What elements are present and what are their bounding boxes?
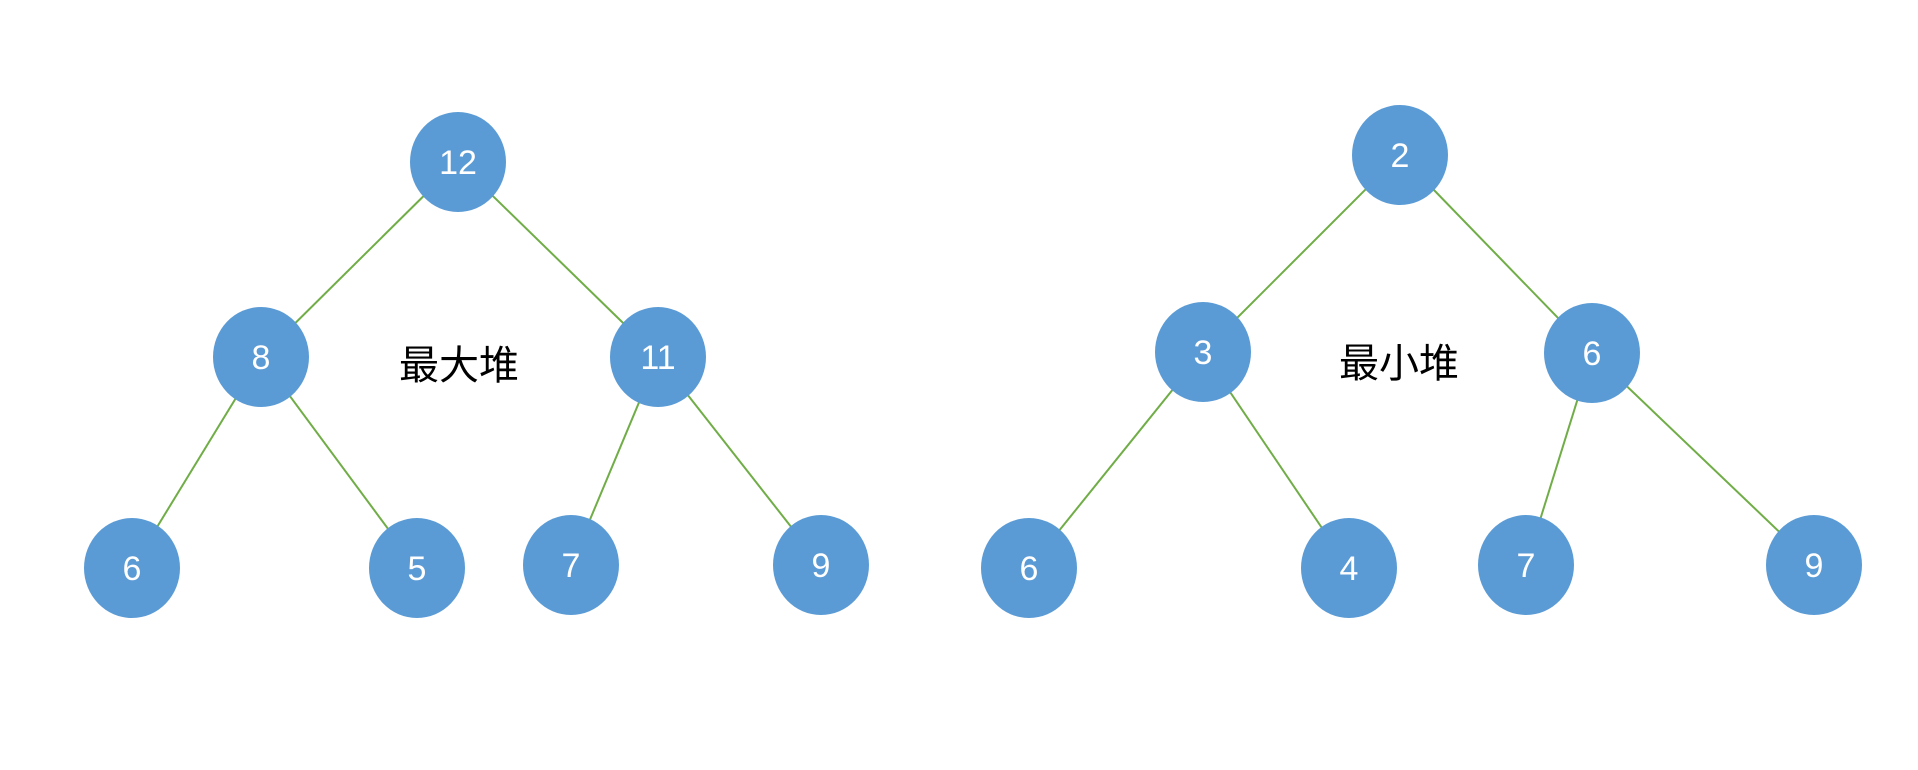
max-heap-node-l-value: 8 (252, 339, 271, 377)
max-heap-node-r: 11 (610, 307, 706, 407)
min-heap-node-l: 3 (1155, 302, 1251, 402)
min-heap-node-r: 6 (1544, 303, 1640, 403)
min-heap-node-r-value: 6 (1583, 335, 1602, 373)
max-heap-node-ll-value: 6 (123, 550, 142, 588)
min-heap-node-rl-circle (1478, 515, 1574, 615)
max-heap-node-rl: 7 (523, 515, 619, 615)
max-heap-title: 最大堆 (399, 344, 519, 388)
max-heap-node-rl-circle (523, 515, 619, 615)
min-heap-node-lr-value: 4 (1340, 550, 1359, 588)
max-heap-node-ll-circle (84, 518, 180, 618)
max-heap-node-lr-circle (369, 518, 465, 618)
max-heap-node-r-circle (610, 307, 706, 407)
min-heap-tree: 2 3 6 6 4 7 9 最小堆 (981, 105, 1862, 618)
max-heap-node-root-value: 12 (439, 144, 477, 182)
min-heap-node-rr-circle (1766, 515, 1862, 615)
min-heap-node-root-value: 2 (1391, 137, 1410, 175)
max-heap-node-rl-value: 7 (562, 547, 581, 585)
min-heap-node-r-circle (1544, 303, 1640, 403)
min-heap-node-l-circle (1155, 302, 1251, 402)
min-heap-title: 最小堆 (1339, 342, 1459, 386)
min-heap-node-ll: 6 (981, 518, 1077, 618)
min-heap-node-rl: 7 (1478, 515, 1574, 615)
max-heap-node-rr-circle (773, 515, 869, 615)
min-heap-node-lr: 4 (1301, 518, 1397, 618)
min-heap-node-rr: 9 (1766, 515, 1862, 615)
max-heap-node-l-circle (213, 307, 309, 407)
max-heap-node-rr-value: 9 (812, 547, 831, 585)
min-heap-node-ll-circle (981, 518, 1077, 618)
max-heap-tree: 12 8 11 6 5 7 9 最大堆 (84, 112, 869, 618)
min-heap-node-l-value: 3 (1194, 334, 1213, 372)
max-heap-node-r-value: 11 (640, 339, 675, 377)
min-heap-node-root-circle (1352, 105, 1448, 205)
min-heap-node-rl-value: 7 (1517, 547, 1536, 585)
min-heap-node-ll-value: 6 (1020, 550, 1039, 588)
min-heap-edge-r-rr (1591, 352, 1815, 566)
max-heap-node-ll: 6 (84, 518, 180, 618)
min-heap-node-rr-value: 9 (1805, 547, 1824, 585)
max-heap-node-lr: 5 (369, 518, 465, 618)
max-heap-node-root-circle (410, 112, 506, 212)
max-heap-node-rr: 9 (773, 515, 869, 615)
max-heap-node-root: 12 (410, 112, 506, 212)
min-heap-node-root: 2 (1352, 105, 1448, 205)
max-heap-node-lr-value: 5 (408, 550, 427, 588)
min-heap-node-lr-circle (1301, 518, 1397, 618)
max-heap-node-l: 8 (213, 307, 309, 407)
